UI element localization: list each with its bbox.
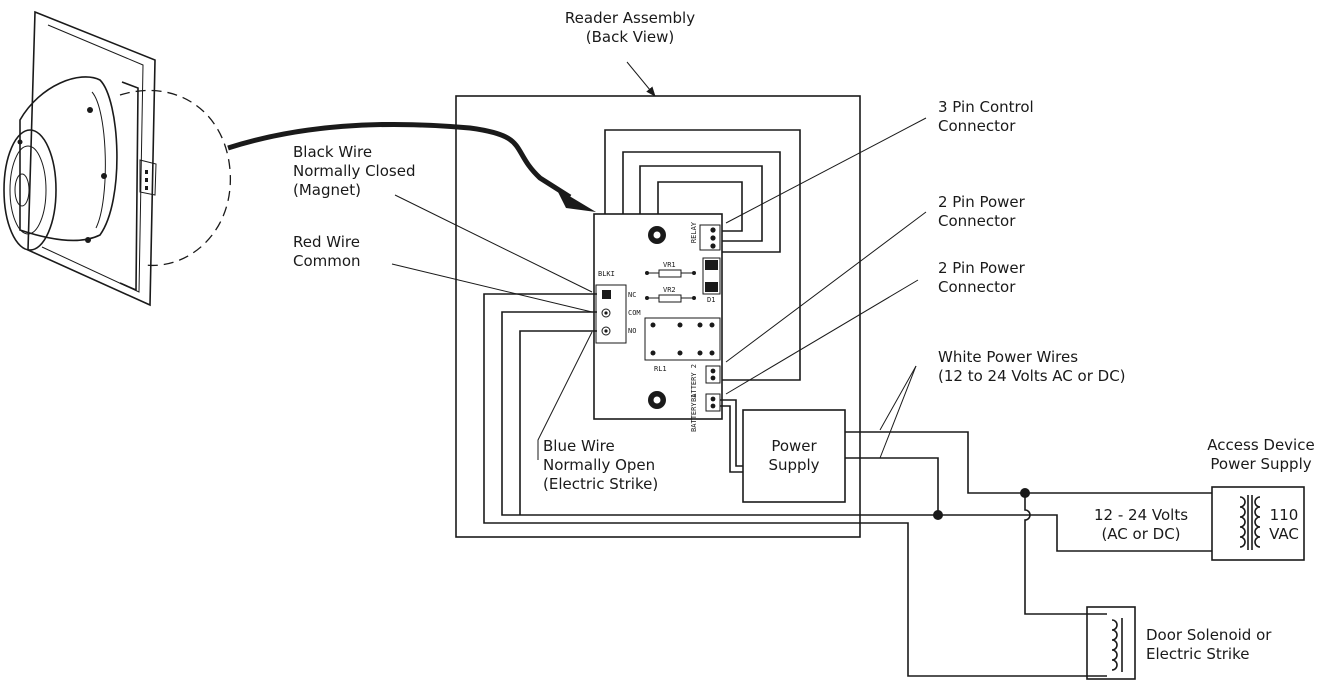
access-device-box	[1211, 486, 1305, 561]
board-label-relay: RELAY	[690, 222, 698, 244]
board-label-nc: NC	[628, 291, 637, 299]
door-solenoid-box	[1086, 606, 1136, 680]
board-label-com: COM	[628, 309, 641, 317]
label-reader-assembly: Reader Assembly(Back View)	[564, 9, 696, 46]
board-label-rl1: RL1	[654, 365, 667, 373]
board-label-d1: D1	[707, 296, 716, 304]
label-white-power-wires: White Power Wires(12 to 24 Volts AC or D…	[938, 348, 1126, 385]
board-label-no: NO	[628, 327, 637, 335]
detail-callout-circle	[119, 89, 231, 267]
reader-cable	[227, 121, 572, 200]
reader-device-illustration	[3, 10, 157, 307]
label-voltage-range: 12 - 24 Volts(AC or DC)	[1093, 506, 1189, 543]
power-supply-box	[742, 409, 846, 503]
board-label-battery1: BATTERY 1	[690, 394, 698, 432]
board-label-vr2: VR2	[663, 286, 676, 294]
board-label-blk: BLKI	[598, 270, 615, 278]
board-label-vr1: VR1	[663, 261, 676, 269]
circuit-board	[593, 213, 723, 420]
reader-enclosure	[455, 95, 861, 538]
